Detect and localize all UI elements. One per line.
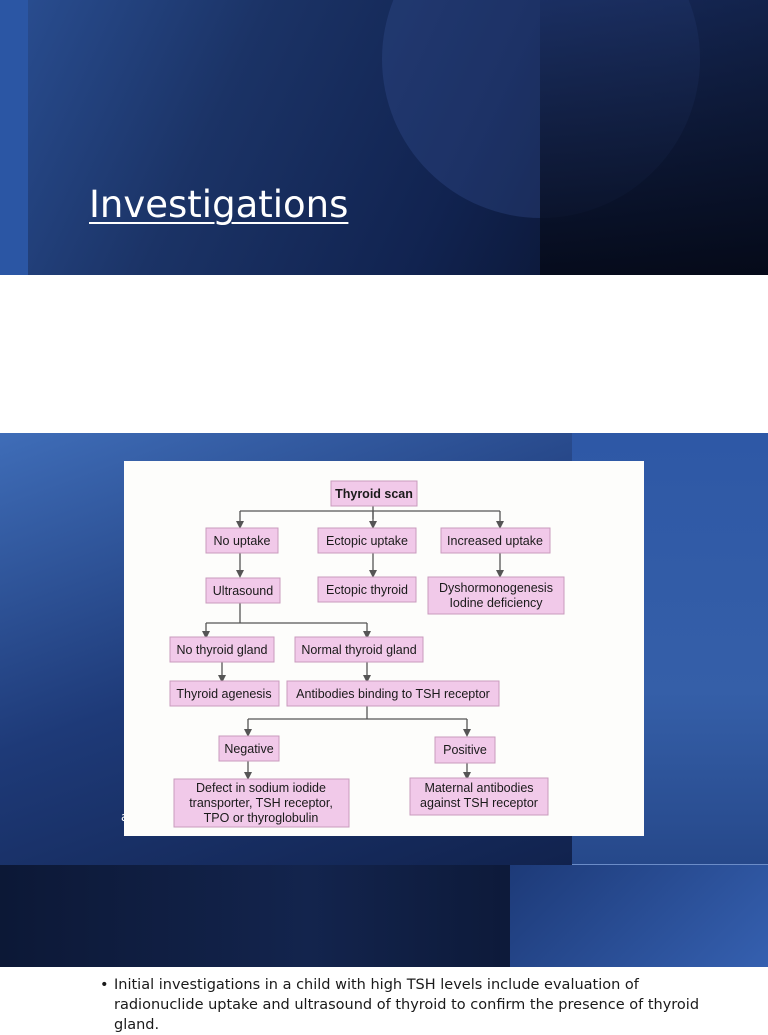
node-negative: Negative xyxy=(218,735,280,762)
node-normal-thyroid-gland-label: Normal thyroid gland xyxy=(301,643,416,657)
node-antibodies-label: Antibodies binding to TSH receptor xyxy=(296,687,490,701)
node-thyroid-agenesis-label: Thyroid agenesis xyxy=(176,687,271,701)
bullet-dot: • xyxy=(100,977,109,993)
node-dyshormonogenesis-label-1: Dyshormonogenesis xyxy=(439,581,553,595)
title-slide: Investigations xyxy=(0,0,768,275)
node-defect-label-2: transporter, TSH receptor, xyxy=(189,796,333,810)
node-negative-label: Negative xyxy=(224,742,273,756)
node-antibodies: Antibodies binding to TSH receptor xyxy=(286,680,500,707)
node-increased-uptake-label: Increased uptake xyxy=(447,534,543,548)
node-maternal-antibodies: Maternal antibodies against TSH receptor xyxy=(409,777,549,816)
node-maternal-antibodies-label-2: against TSH receptor xyxy=(420,796,538,810)
node-defect-label-1: Defect in sodium iodide xyxy=(196,781,326,795)
node-maternal-antibodies-label-1: Maternal antibodies xyxy=(424,781,533,795)
connectors xyxy=(202,506,504,780)
left-accent-strip xyxy=(0,0,28,275)
node-dyshormonogenesis: Dyshormonogenesis Iodine deficiency xyxy=(427,576,565,615)
slide-title: Investigations xyxy=(89,183,349,226)
node-no-thyroid-gland: No thyroid gland xyxy=(169,636,275,663)
node-ultrasound: Ultrasound xyxy=(205,577,281,604)
node-increased-uptake: Increased uptake xyxy=(440,527,551,554)
node-thyroid-scan: Thyroid scan xyxy=(330,480,418,507)
node-no-thyroid-gland-label: No thyroid gland xyxy=(176,643,267,657)
flowchart-svg: Thyroid scan No uptake Ectopic uptake In… xyxy=(169,480,565,828)
node-positive-label: Positive xyxy=(443,743,487,757)
node-ectopic-uptake: Ectopic uptake xyxy=(317,527,417,554)
node-ectopic-thyroid: Ectopic thyroid xyxy=(317,576,417,603)
node-ultrasound-label: Ultrasound xyxy=(213,584,273,598)
node-normal-thyroid-gland: Normal thyroid gland xyxy=(294,636,424,663)
node-defect: Defect in sodium iodide transporter, TSH… xyxy=(173,778,350,828)
node-ectopic-uptake-label: Ectopic uptake xyxy=(326,534,408,548)
decorative-right-block xyxy=(510,865,768,967)
node-no-uptake: No uptake xyxy=(205,527,279,554)
flowchart-image: Thyroid scan No uptake Ectopic uptake In… xyxy=(124,461,644,836)
node-dyshormonogenesis-label-2: Iodine deficiency xyxy=(449,596,543,610)
node-ectopic-thyroid-label: Ectopic thyroid xyxy=(326,583,408,597)
lower-slide-band xyxy=(0,865,768,967)
node-thyroid-agenesis: Thyroid agenesis xyxy=(169,680,280,707)
bullet-text: Initial investigations in a child with h… xyxy=(114,977,700,1033)
node-positive: Positive xyxy=(434,736,496,764)
node-defect-label-3: TPO or thyroglobulin xyxy=(204,811,319,825)
decorative-panel xyxy=(540,0,768,275)
node-no-uptake-label: No uptake xyxy=(214,534,271,548)
node-thyroid-scan-label: Thyroid scan xyxy=(335,487,413,501)
